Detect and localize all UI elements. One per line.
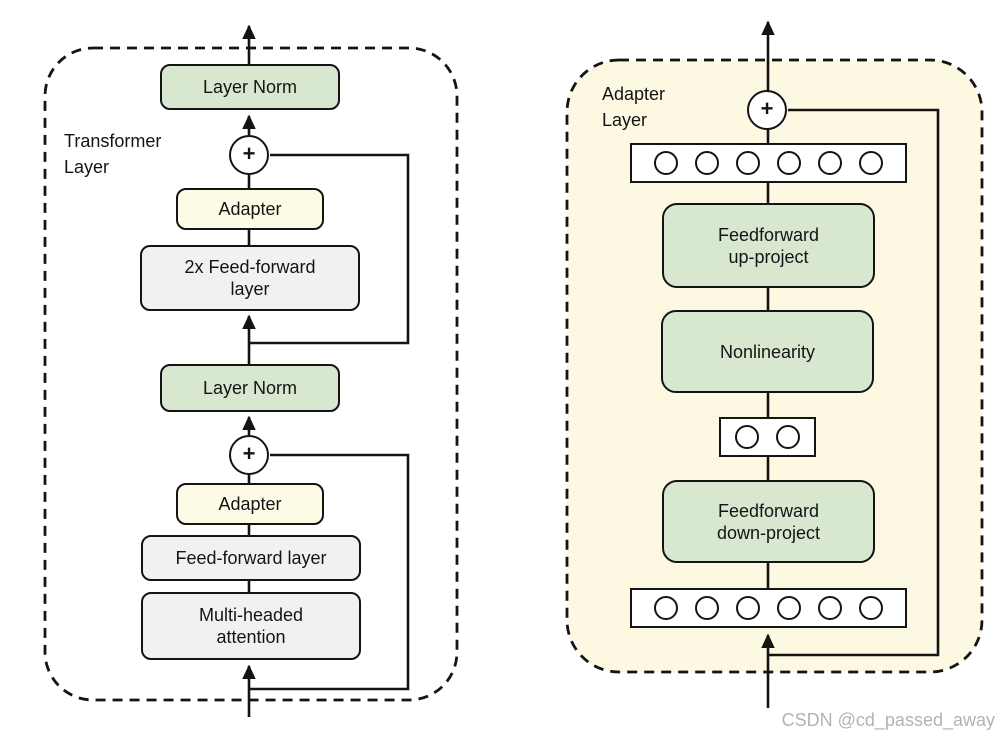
skip-connection-top <box>250 153 410 345</box>
transformer-layer-panel-outline <box>43 46 459 702</box>
feature-row-bottom <box>630 588 907 628</box>
nonlinearity-box: Nonlinearity <box>661 310 874 393</box>
adapter-top-box: Adapter <box>176 188 324 230</box>
unit-circle <box>859 151 883 175</box>
feedforward-2x-box: 2x Feed-forward layer <box>140 245 360 311</box>
unit-circle <box>736 596 760 620</box>
adapter-bottom-box: Adapter <box>176 483 324 525</box>
transformer-layer-label: Transformer Layer <box>64 131 162 177</box>
add-node-transformer-top: + <box>229 135 269 175</box>
layer-norm-bottom-box: Layer Norm <box>160 364 340 412</box>
connector-lines <box>242 20 940 717</box>
adapter-layer-label: Adapter Layer <box>602 84 666 130</box>
skip-connection-bottom <box>250 453 410 691</box>
unit-circle <box>654 151 678 175</box>
bottleneck-row <box>719 417 816 457</box>
feedforward-up-project-box: Feedforward up-project <box>662 203 875 288</box>
unit-circle <box>735 425 759 449</box>
unit-circle <box>695 596 719 620</box>
multi-headed-attention-box: Multi-headed attention <box>141 592 361 660</box>
unit-circle <box>736 151 760 175</box>
unit-circle <box>776 425 800 449</box>
add-node-adapter: + <box>747 90 787 130</box>
skip-connection-adapter <box>769 108 940 657</box>
feedforward-layer-box: Feed-forward layer <box>141 535 361 581</box>
unit-circle <box>777 596 801 620</box>
unit-circle <box>654 596 678 620</box>
feedforward-down-project-box: Feedforward down-project <box>662 480 875 563</box>
unit-circle <box>818 151 842 175</box>
add-node-transformer-bottom: + <box>229 435 269 475</box>
csdn-watermark: CSDN @cd_passed_away <box>781 710 995 730</box>
layer-norm-top-box: Layer Norm <box>160 64 340 110</box>
feature-row-top <box>630 143 907 183</box>
unit-circle <box>818 596 842 620</box>
unit-circle <box>695 151 719 175</box>
unit-circle <box>859 596 883 620</box>
unit-circle <box>777 151 801 175</box>
